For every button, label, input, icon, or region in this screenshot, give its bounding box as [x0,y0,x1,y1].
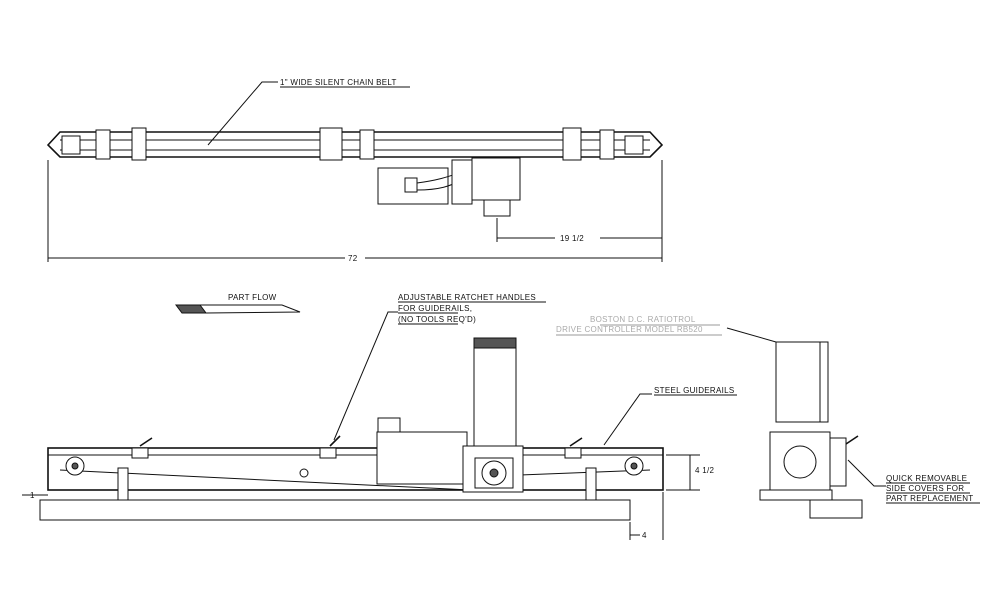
dim-left-text: 1 [30,491,35,500]
dimension-1: 1 [22,491,48,500]
dimension-19-half: 19 1/2 [496,218,662,243]
belt-label: 1" WIDE SILENT CHAIN BELT [280,78,397,87]
covers-label-2: SIDE COVERS FOR [886,484,964,493]
conveyor-frame-side [47,447,664,491]
ratchet-label-2: FOR GUIDERAILS, [398,304,472,313]
frame-brackets [61,127,644,161]
controller-label-2: DRIVE CONTROLLER MODEL RB520 [556,325,703,334]
guiderails-label: STEEL GUIDERAILS [654,386,735,395]
side-view: 4 1/2 1 4 ADJUSTABLE RATCHET HANDLES FOR… [22,293,737,540]
base-plate [39,499,631,521]
ratchet-callout: ADJUSTABLE RATCHET HANDLES FOR GUIDERAIL… [333,293,546,441]
ratchet-handles [139,435,583,447]
end-view: BOSTON D.C. RATIOTROL DRIVE CONTROLLER M… [556,315,980,519]
dim-72-text: 72 [348,254,358,263]
drive-motor-side [376,337,524,493]
guiderails-callout: STEEL GUIDERAILS [603,386,737,446]
dimension-4-half: 4 1/2 [666,454,715,491]
belt-callout: 1" WIDE SILENT CHAIN BELT [207,78,410,146]
ratchet-label-1: ADJUSTABLE RATCHET HANDLES [398,293,536,302]
dim-height-text: 4 1/2 [695,466,715,475]
controller-box-side [473,337,517,447]
covers-callout: QUICK REMOVABLE SIDE COVERS FOR PART REP… [847,459,980,504]
controller-label-1: BOSTON D.C. RATIOTROL [590,315,696,324]
drive-motor-top [377,157,521,217]
conveyor-frame-top [46,131,664,158]
dimension-4: 4 [629,492,664,540]
dimension-72: 72 [47,160,663,263]
dim-right-text: 4 [642,531,647,540]
controller-box-end [775,341,821,423]
part-flow-label: PART FLOW [228,293,277,302]
controller-callout: BOSTON D.C. RATIOTROL DRIVE CONTROLLER M… [556,315,777,343]
covers-label-1: QUICK REMOVABLE [886,474,967,483]
ratchet-label-3: (NO TOOLS REQ'D) [398,315,476,324]
top-view: 72 19 1/2 1" WIDE SILENT CHAIN BELT [46,78,664,263]
part-flow-indicator: PART FLOW [175,293,301,314]
dim-19-text: 19 1/2 [560,234,584,243]
covers-label-3: PART REPLACEMENT [886,494,974,503]
